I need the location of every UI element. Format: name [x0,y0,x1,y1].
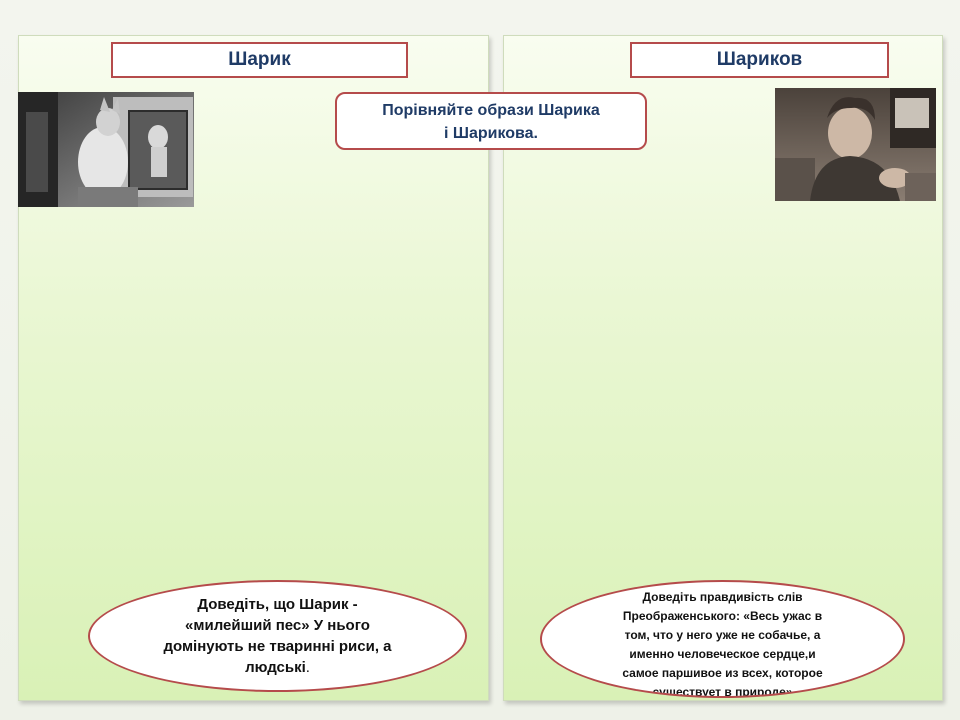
right-title: Шариков [630,42,889,78]
task-box: Порівняйте образи Шарика і Шарикова. [335,92,647,150]
left-oval-line-4-text: людські [245,659,306,676]
right-oval-line-5: самое паршивое из всех, которое [622,666,823,680]
man-photo [775,88,936,201]
task-line-1: Порівняйте образи Шарика [382,102,600,119]
left-oval-line-3: домінують не тваринні риси, а [163,638,392,655]
task-line-2: і Шарикова. [443,125,538,142]
right-oval-line-6: существует в природе» [652,685,793,698]
left-oval-line-4-suffix: . [305,659,310,676]
left-oval-line-4: людські. [245,657,310,678]
man-photo-icon [775,88,936,201]
right-oval-line-1: Доведіть правдивість слів [642,590,803,604]
dog-photo-icon [18,92,194,207]
left-oval-line-2: «милейший пес» У нього [185,617,370,634]
dog-photo [18,92,194,207]
right-oval-question: Доведіть правдивість слів Преображенсько… [540,580,905,698]
right-oval-line-4: именно человеческое сердце,и [629,647,816,661]
left-title: Шарик [111,42,408,78]
left-oval-question: Доведіть, що Шарик - «милейший пес» У нь… [88,580,467,692]
right-oval-line-2: Преображенського: «Весь ужас в [622,609,823,623]
left-oval-line-1: Доведіть, що Шарик - [197,596,358,613]
right-oval-line-3: том, что у него уже не собачье, а [624,628,821,642]
